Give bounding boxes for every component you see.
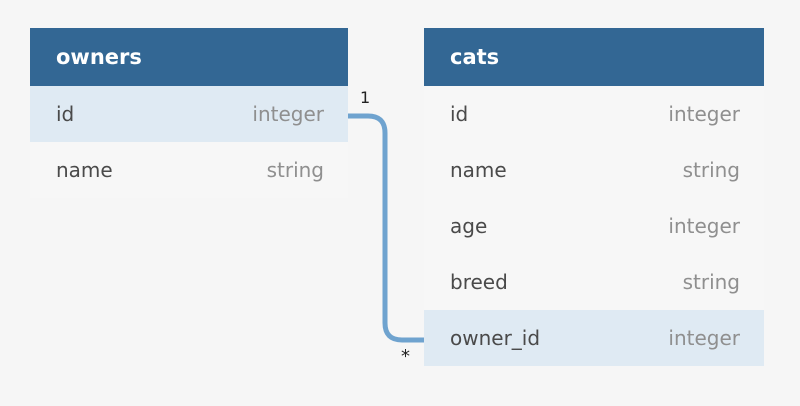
column-type: integer (668, 102, 740, 126)
column-type: integer (252, 102, 324, 126)
cats-row-owner-id[interactable]: owner_id integer (424, 310, 764, 366)
column-type: string (682, 158, 740, 182)
cats-row-id[interactable]: id integer (424, 86, 764, 142)
column-type: integer (668, 214, 740, 238)
column-name: name (56, 158, 113, 182)
cats-table-header[interactable]: cats (424, 28, 764, 86)
owners-table[interactable]: owners id integer name string (30, 28, 348, 198)
cardinality-one-label: 1 (360, 88, 371, 107)
column-name: age (450, 214, 488, 238)
relationship-line[interactable] (345, 113, 427, 343)
column-name: id (450, 102, 469, 126)
column-name: id (56, 102, 75, 126)
column-name: name (450, 158, 507, 182)
column-type: string (266, 158, 324, 182)
owners-row-id[interactable]: id integer (30, 86, 348, 142)
owners-table-header[interactable]: owners (30, 28, 348, 86)
column-type: string (682, 270, 740, 294)
column-name: owner_id (450, 326, 541, 350)
owners-row-name[interactable]: name string (30, 142, 348, 198)
column-name: breed (450, 270, 508, 294)
cats-row-name[interactable]: name string (424, 142, 764, 198)
cardinality-many-label: * (401, 346, 410, 367)
cats-row-age[interactable]: age integer (424, 198, 764, 254)
column-type: integer (668, 326, 740, 350)
cats-row-breed[interactable]: breed string (424, 254, 764, 310)
cats-table[interactable]: cats id integer name string age integer … (424, 28, 764, 366)
